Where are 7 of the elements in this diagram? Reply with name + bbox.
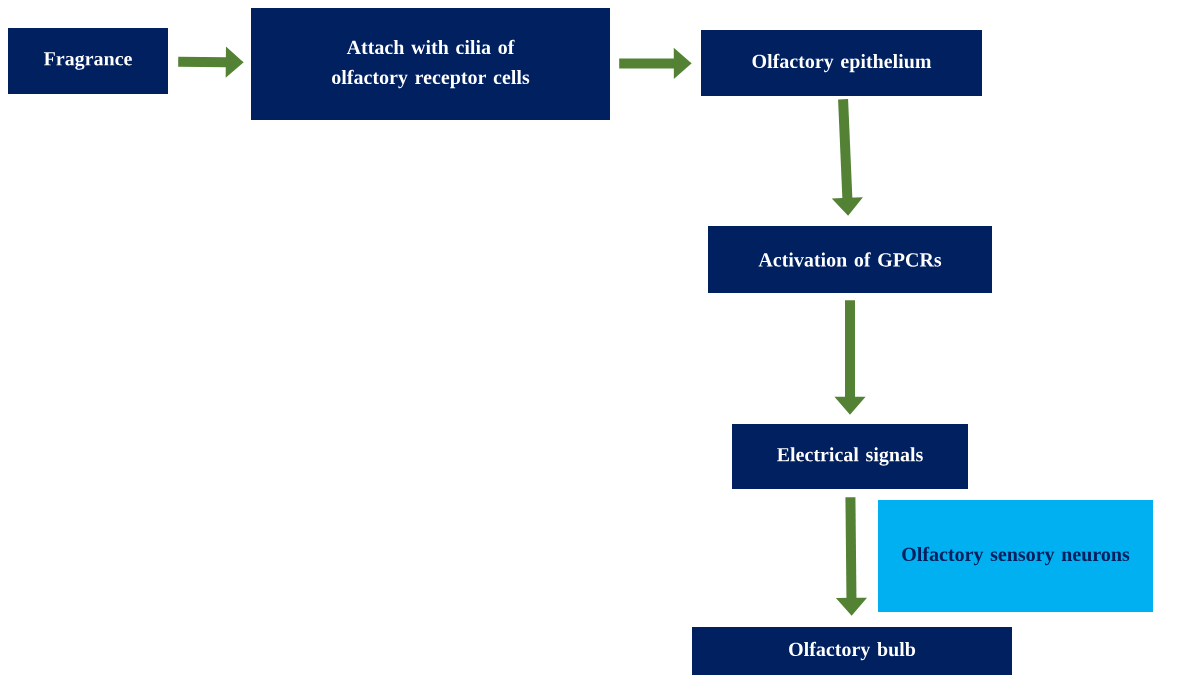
process-box: Electrical signals [732,424,968,489]
process-box: Olfactory epithelium [701,30,982,96]
process-box: Activation of GPCRs [708,226,992,293]
process-box: Attach with cilia of olfactory receptor cells [251,8,610,120]
process-box: Fragrance [8,28,168,94]
process-box: Olfactory bulb [692,627,1012,675]
process-box: Olfactory sensory neurons [878,500,1153,612]
